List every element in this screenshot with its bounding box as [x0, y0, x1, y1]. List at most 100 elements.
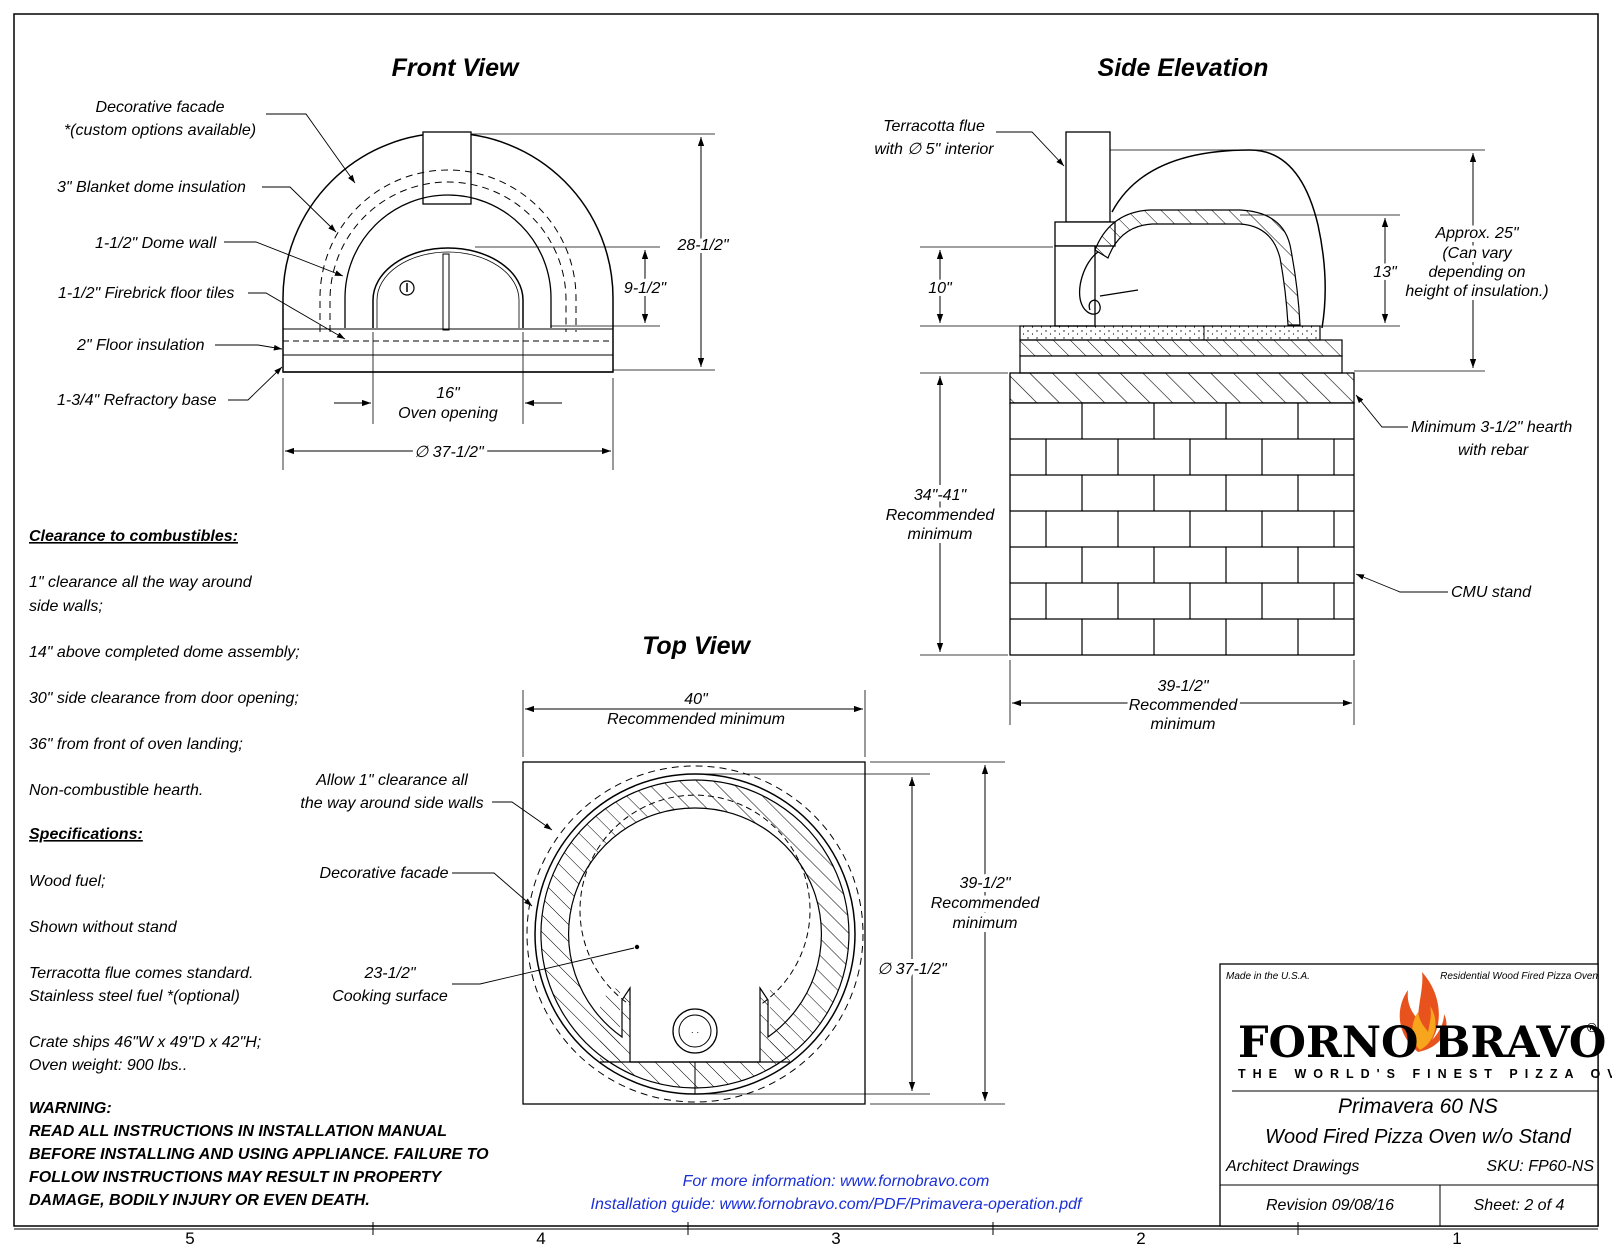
front-height-dim: 28-1/2"	[676, 237, 729, 254]
installation-guide-link[interactable]: Installation guide: www.fornobravo.com/P…	[591, 1196, 1083, 1213]
side-door-frame	[1054, 245, 1096, 327]
front-opening-width-label: Oven opening	[398, 405, 498, 422]
front-door-handle	[442, 253, 450, 331]
side-callout-hearth: Minimum 3-1/2" hearth	[1411, 419, 1572, 436]
top-callout-facade: Decorative facade	[320, 865, 449, 882]
front-view: Front View 28-1/2" 9-1/2" 16	[57, 54, 733, 470]
top-width-dim: 40"	[684, 691, 709, 708]
zone-ruler: 5 4 3 2 1	[185, 1222, 1462, 1246]
info-link[interactable]: For more information: www.fornobravo.com	[683, 1173, 990, 1190]
side-firebrick	[1019, 325, 1321, 341]
front-callout-refractory: 1-3/4" Refractory base	[57, 392, 217, 409]
drawing-type: Architect Drawings	[1225, 1158, 1359, 1175]
top-depth-label-2: minimum	[953, 915, 1018, 932]
revision: Revision 09/08/16	[1266, 1197, 1394, 1214]
spec-line-1: Wood fuel;	[29, 873, 105, 890]
top-callout-clearance: Allow 1" clearance all	[315, 772, 468, 789]
made-in-label: Made in the U.S.A.	[1226, 971, 1310, 982]
top-view-title: Top View	[642, 632, 751, 660]
zone-number: 2	[1136, 1229, 1145, 1246]
zone-number: 1	[1452, 1229, 1461, 1246]
model-name: Primavera 60 NS	[1338, 1095, 1498, 1118]
warning-heading: WARNING:	[29, 1100, 112, 1117]
sheet-border	[13, 13, 1599, 1227]
top-callout-clearance-2: the way around side walls	[300, 795, 483, 812]
top-cooking-dash	[579, 794, 811, 1060]
side-stand-width-label-2: minimum	[1151, 716, 1216, 733]
clearance-line-6: Non-combustible hearth.	[29, 782, 203, 799]
top-callout-cooking-2: Cooking surface	[332, 988, 448, 1005]
registered-mark: ®	[1587, 1020, 1597, 1035]
side-view-title: Side Elevation	[1098, 54, 1269, 82]
specs-heading: Specifications:	[29, 826, 143, 843]
top-clearance-circle	[526, 765, 864, 1103]
front-callout-facade: Decorative facade	[96, 99, 225, 116]
front-dome-wall	[344, 194, 552, 328]
side-dome-wall	[1094, 209, 1301, 326]
front-insulation-dash	[329, 181, 567, 332]
side-hearth	[1009, 372, 1355, 404]
zone-number: 4	[536, 1229, 545, 1246]
side-callout-hearth-2: with rebar	[1458, 442, 1529, 459]
clearance-line-5: 36" from front of oven landing;	[29, 736, 243, 753]
side-elevation: Side Elevation Approx. 25" (Can vary dep…	[874, 54, 1572, 733]
side-stand-height-label: Recommended	[886, 507, 996, 524]
side-approx-note-1: (Can vary	[1442, 245, 1512, 262]
spec-line-5: Crate ships 46"W x 49"D x 42"H;	[29, 1034, 261, 1051]
clearance-line-3: 14" above completed dome assembly;	[29, 644, 300, 661]
front-diameter-dim: ∅ 37-1/2"	[414, 444, 485, 461]
side-dome-outline	[1111, 149, 1326, 329]
side-approx-height: Approx. 25"	[1434, 225, 1519, 242]
svg-text:· ·: · ·	[691, 1027, 700, 1037]
zone-number: 5	[185, 1229, 194, 1246]
side-stand-height-label-2: minimum	[908, 526, 973, 543]
side-approx-note-2: depending on	[1429, 264, 1526, 281]
warning-line-3: FOLLOW INSTRUCTIONS MAY RESULT IN PROPER…	[29, 1169, 442, 1186]
side-refractory	[1019, 355, 1343, 374]
model-description: Wood Fired Pizza Oven w/o Stand	[1265, 1126, 1572, 1148]
top-flue-inner	[678, 1014, 712, 1048]
side-floor-insulation	[1019, 339, 1343, 357]
title-block: Made in the U.S.A. Residential Wood Fire…	[1219, 963, 1612, 1227]
spec-line-3: Terracotta flue comes standard.	[29, 965, 253, 982]
warning-line-4: DAMAGE, BODILY INJURY OR EVEN DEATH.	[29, 1192, 370, 1209]
side-approx-note-3: height of insulation.)	[1405, 283, 1548, 300]
side-door-scroll	[1078, 251, 1139, 315]
top-callout-cooking: 23-1/2"	[363, 965, 416, 982]
spec-line-2: Shown without stand	[29, 919, 178, 936]
front-callout-firebrick: 1-1/2" Firebrick floor tiles	[58, 285, 234, 302]
sheet-number: Sheet: 2 of 4	[1474, 1197, 1565, 1214]
brand-tagline: THE WORLD'S FINEST PIZZA OVENS	[1238, 1067, 1612, 1081]
front-opening-width-dim: 16"	[436, 385, 461, 402]
front-callout-blanket: 3" Blanket dome insulation	[57, 179, 246, 196]
top-view: Top View · · 40" Recommended minimum 39-…	[300, 632, 1044, 1105]
clearance-line-1: 1" clearance all the way around	[29, 574, 253, 591]
front-callout-floor-insulation: 2" Floor insulation	[76, 337, 205, 354]
zone-number: 3	[831, 1229, 840, 1246]
top-width-label: Recommended minimum	[607, 711, 785, 728]
side-cmu-stand	[1009, 402, 1355, 656]
spec-line-4: Stainless steel fuel *(optional)	[29, 988, 240, 1005]
front-opening-height-dim: 9-1/2"	[624, 280, 667, 297]
front-view-title: Front View	[392, 54, 520, 82]
warning-line-2: BEFORE INSTALLING AND USING APPLIANCE. F…	[29, 1146, 489, 1163]
side-callout-flue-2: with ∅ 5" interior	[874, 141, 994, 158]
front-flue	[422, 131, 472, 205]
top-depth-label: Recommended	[931, 895, 1041, 912]
brand-name-right: BRAVO	[1434, 1018, 1606, 1068]
brand-name-left: FORNO	[1238, 1018, 1418, 1068]
clearance-line-2: side walls;	[29, 598, 103, 615]
spec-line-6: Oven weight: 900 lbs..	[29, 1057, 187, 1074]
top-depth-dim: 39-1/2"	[959, 875, 1011, 892]
category-label: Residential Wood Fired Pizza Oven	[1440, 971, 1598, 982]
front-callout-dome-wall: 1-1/2" Dome wall	[95, 235, 217, 252]
notes: Clearance to combustibles: 1" clearance …	[29, 528, 489, 1209]
warning-line-1: READ ALL INSTRUCTIONS IN INSTALLATION MA…	[29, 1123, 447, 1140]
side-stand-width-label: Recommended	[1129, 697, 1239, 714]
flame-logo-icon	[1399, 972, 1447, 1052]
side-door-height-dim: 10"	[928, 280, 953, 297]
clearance-line-4: 30" side clearance from door opening;	[29, 690, 299, 707]
side-dome-height-dim: 13"	[1373, 264, 1398, 281]
side-stand-height-dim: 34"-41"	[914, 487, 968, 504]
